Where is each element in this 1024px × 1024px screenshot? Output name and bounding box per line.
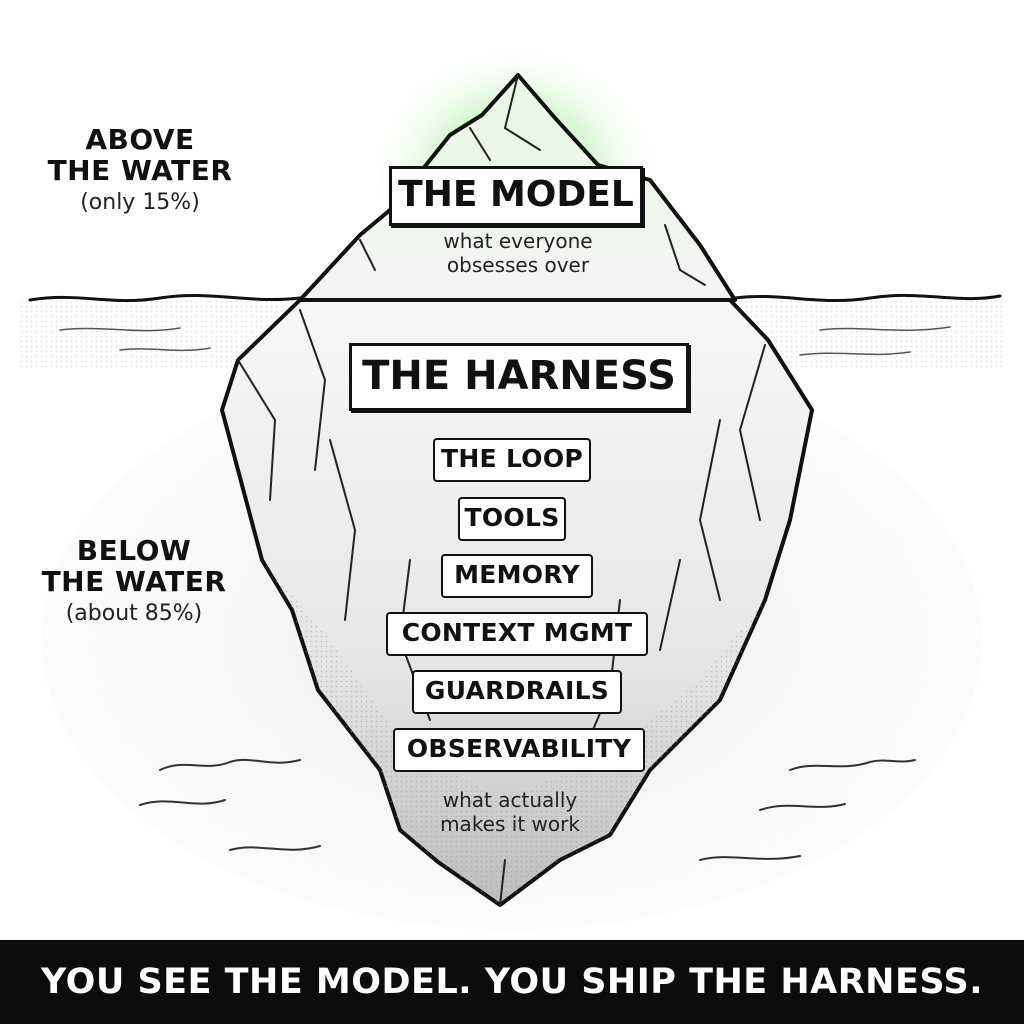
harness-tag: THE HARNESS [349, 343, 689, 411]
component-guardrails: GUARDRAILS [412, 670, 622, 714]
model-tag: THE MODEL [389, 166, 643, 226]
water-ripples [59, 326, 951, 356]
above-percent: (only 15%) [80, 189, 200, 215]
below-title-line1: BELOW [76, 534, 192, 567]
harness-caption-line2: makes it work [440, 811, 580, 836]
model-caption-line2: obsesses over [446, 252, 590, 277]
harness-caption-line1: what actually [442, 788, 578, 812]
component-observability: OBSERVABILITY [393, 728, 645, 772]
component-context-mgmt: CONTEXT MGMT [386, 612, 648, 656]
iceberg-body-shading [262, 560, 765, 905]
component-memory: MEMORY [441, 554, 593, 598]
below-water-label: BELOW THE WATER (about 85%) [34, 535, 234, 626]
component-tools: TOOLS [458, 497, 566, 541]
component-the-loop: THE LOOP [433, 438, 591, 482]
water-surface [28, 293, 1002, 303]
model-caption: what everyone obsesses over [413, 229, 623, 277]
below-title-line2: THE WATER [41, 565, 227, 599]
below-percent: (about 85%) [65, 600, 203, 626]
harness-caption: what actually makes it work [410, 788, 610, 836]
footer-banner: YOU SEE THE MODEL. YOU SHIP THE HARNESS. [0, 940, 1024, 1024]
model-caption-line1: what everyone [443, 229, 593, 253]
above-water-label: ABOVE THE WATER (only 15%) [40, 124, 240, 215]
above-title-line1: ABOVE [85, 123, 195, 156]
above-title-line2: THE WATER [47, 154, 233, 188]
deep-water-scribbles [139, 758, 916, 861]
